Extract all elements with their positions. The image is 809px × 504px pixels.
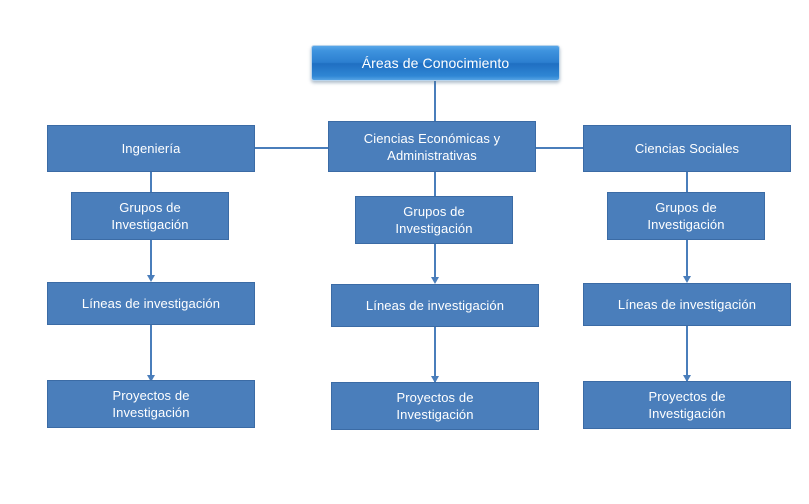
arrowhead-icon [683,375,691,382]
node-ingenieria-grupos-de-investigacion[interactable]: Grupos de Investigación [71,192,229,240]
connector-economicas-grupos-to-lineas [434,244,436,282]
connector-root-to-center [434,81,436,125]
connector-ingenieria-lineas-to-proyectos [150,325,152,382]
node-ciencias-economicas-y-administrativas[interactable]: Ciencias Económicas y Administrativas [328,121,536,172]
node-sociales-grupos-de-investigacion[interactable]: Grupos de Investigación [607,192,765,240]
connector-sociales-to-grupos [686,172,688,192]
arrowhead-icon [683,276,691,283]
connector-center-to-ciencias-sociales [536,147,583,149]
node-label: Grupos de Investigación [395,204,473,236]
node-ciencias-sociales[interactable]: Ciencias Sociales [583,125,791,172]
node-label: Áreas de Conocimiento [361,54,510,71]
arrowhead-icon [431,376,439,383]
node-ingenieria-lineas-de-investigacion[interactable]: Líneas de investigación [47,282,255,325]
node-label: Líneas de investigación [365,298,505,313]
node-label: Proyectos de Investigación [112,388,190,420]
node-economicas-grupos-de-investigacion[interactable]: Grupos de Investigación [355,196,513,244]
node-label: Ciencias Económicas y Administrativas [363,130,501,163]
connector-ingenieria-to-center [255,147,328,149]
node-label: Líneas de investigación [617,297,757,312]
node-areas-de-conocimiento[interactable]: Áreas de Conocimiento [311,45,560,81]
node-label: Proyectos de Investigación [648,389,726,421]
arrowhead-icon [147,375,155,382]
connector-economicas-lineas-to-proyectos [434,327,436,382]
connector-ingenieria-to-grupos [150,172,152,192]
node-sociales-lineas-de-investigacion[interactable]: Líneas de investigación [583,283,791,326]
connector-economicas-to-grupos [434,172,436,196]
node-label: Grupos de Investigación [111,200,189,232]
node-label: Líneas de investigación [81,296,221,311]
node-label: Grupos de Investigación [647,200,725,232]
node-economicas-lineas-de-investigacion[interactable]: Líneas de investigación [331,284,539,327]
arrowhead-icon [431,277,439,284]
node-label: Ingeniería [121,141,181,156]
node-ingenieria-proyectos-de-investigacion[interactable]: Proyectos de Investigación [47,380,255,428]
node-economicas-proyectos-de-investigacion[interactable]: Proyectos de Investigación [331,382,539,430]
node-sociales-proyectos-de-investigacion[interactable]: Proyectos de Investigación [583,381,791,429]
node-ingenieria[interactable]: Ingeniería [47,125,255,172]
arrowhead-icon [147,275,155,282]
node-label: Ciencias Sociales [634,141,740,156]
node-label: Proyectos de Investigación [396,390,474,422]
connector-sociales-lineas-to-proyectos [686,326,688,381]
connector-ingenieria-grupos-to-lineas [150,240,152,280]
connector-sociales-grupos-to-lineas [686,240,688,281]
